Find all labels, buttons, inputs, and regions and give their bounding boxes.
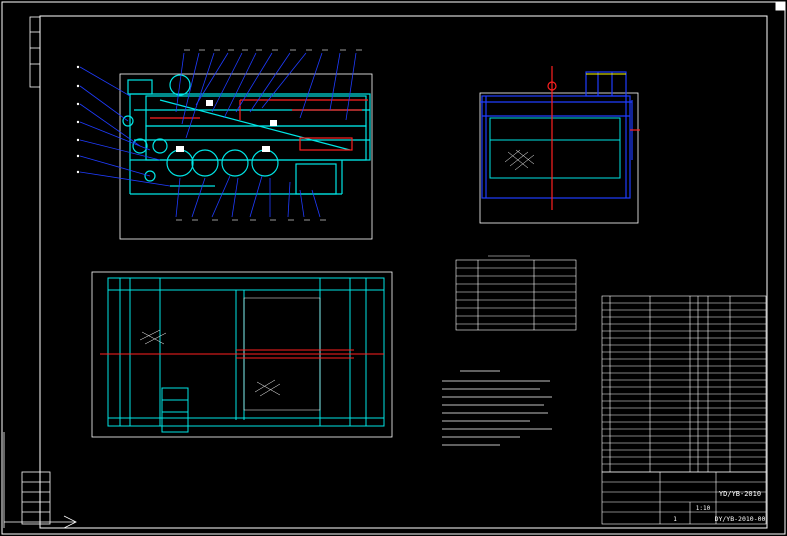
- parts-list-table: [601, 295, 767, 473]
- title-block: [601, 471, 767, 525]
- side-elevation-view: [76, 49, 373, 240]
- plan-view: [91, 271, 393, 438]
- left-stub-block: [21, 471, 51, 525]
- left-margin-strip: [29, 16, 41, 88]
- scale-value: 1:10: [696, 505, 711, 512]
- end-view: [479, 66, 640, 224]
- tech-notes: [442, 370, 552, 446]
- drawing-number: DY/YB-2010-00: [715, 515, 766, 523]
- title-left-code: YD/YB-2010: [719, 490, 761, 498]
- ucs-icon: [3, 432, 77, 529]
- sheet-label: 1: [673, 516, 677, 523]
- tech-param-table: [455, 255, 577, 331]
